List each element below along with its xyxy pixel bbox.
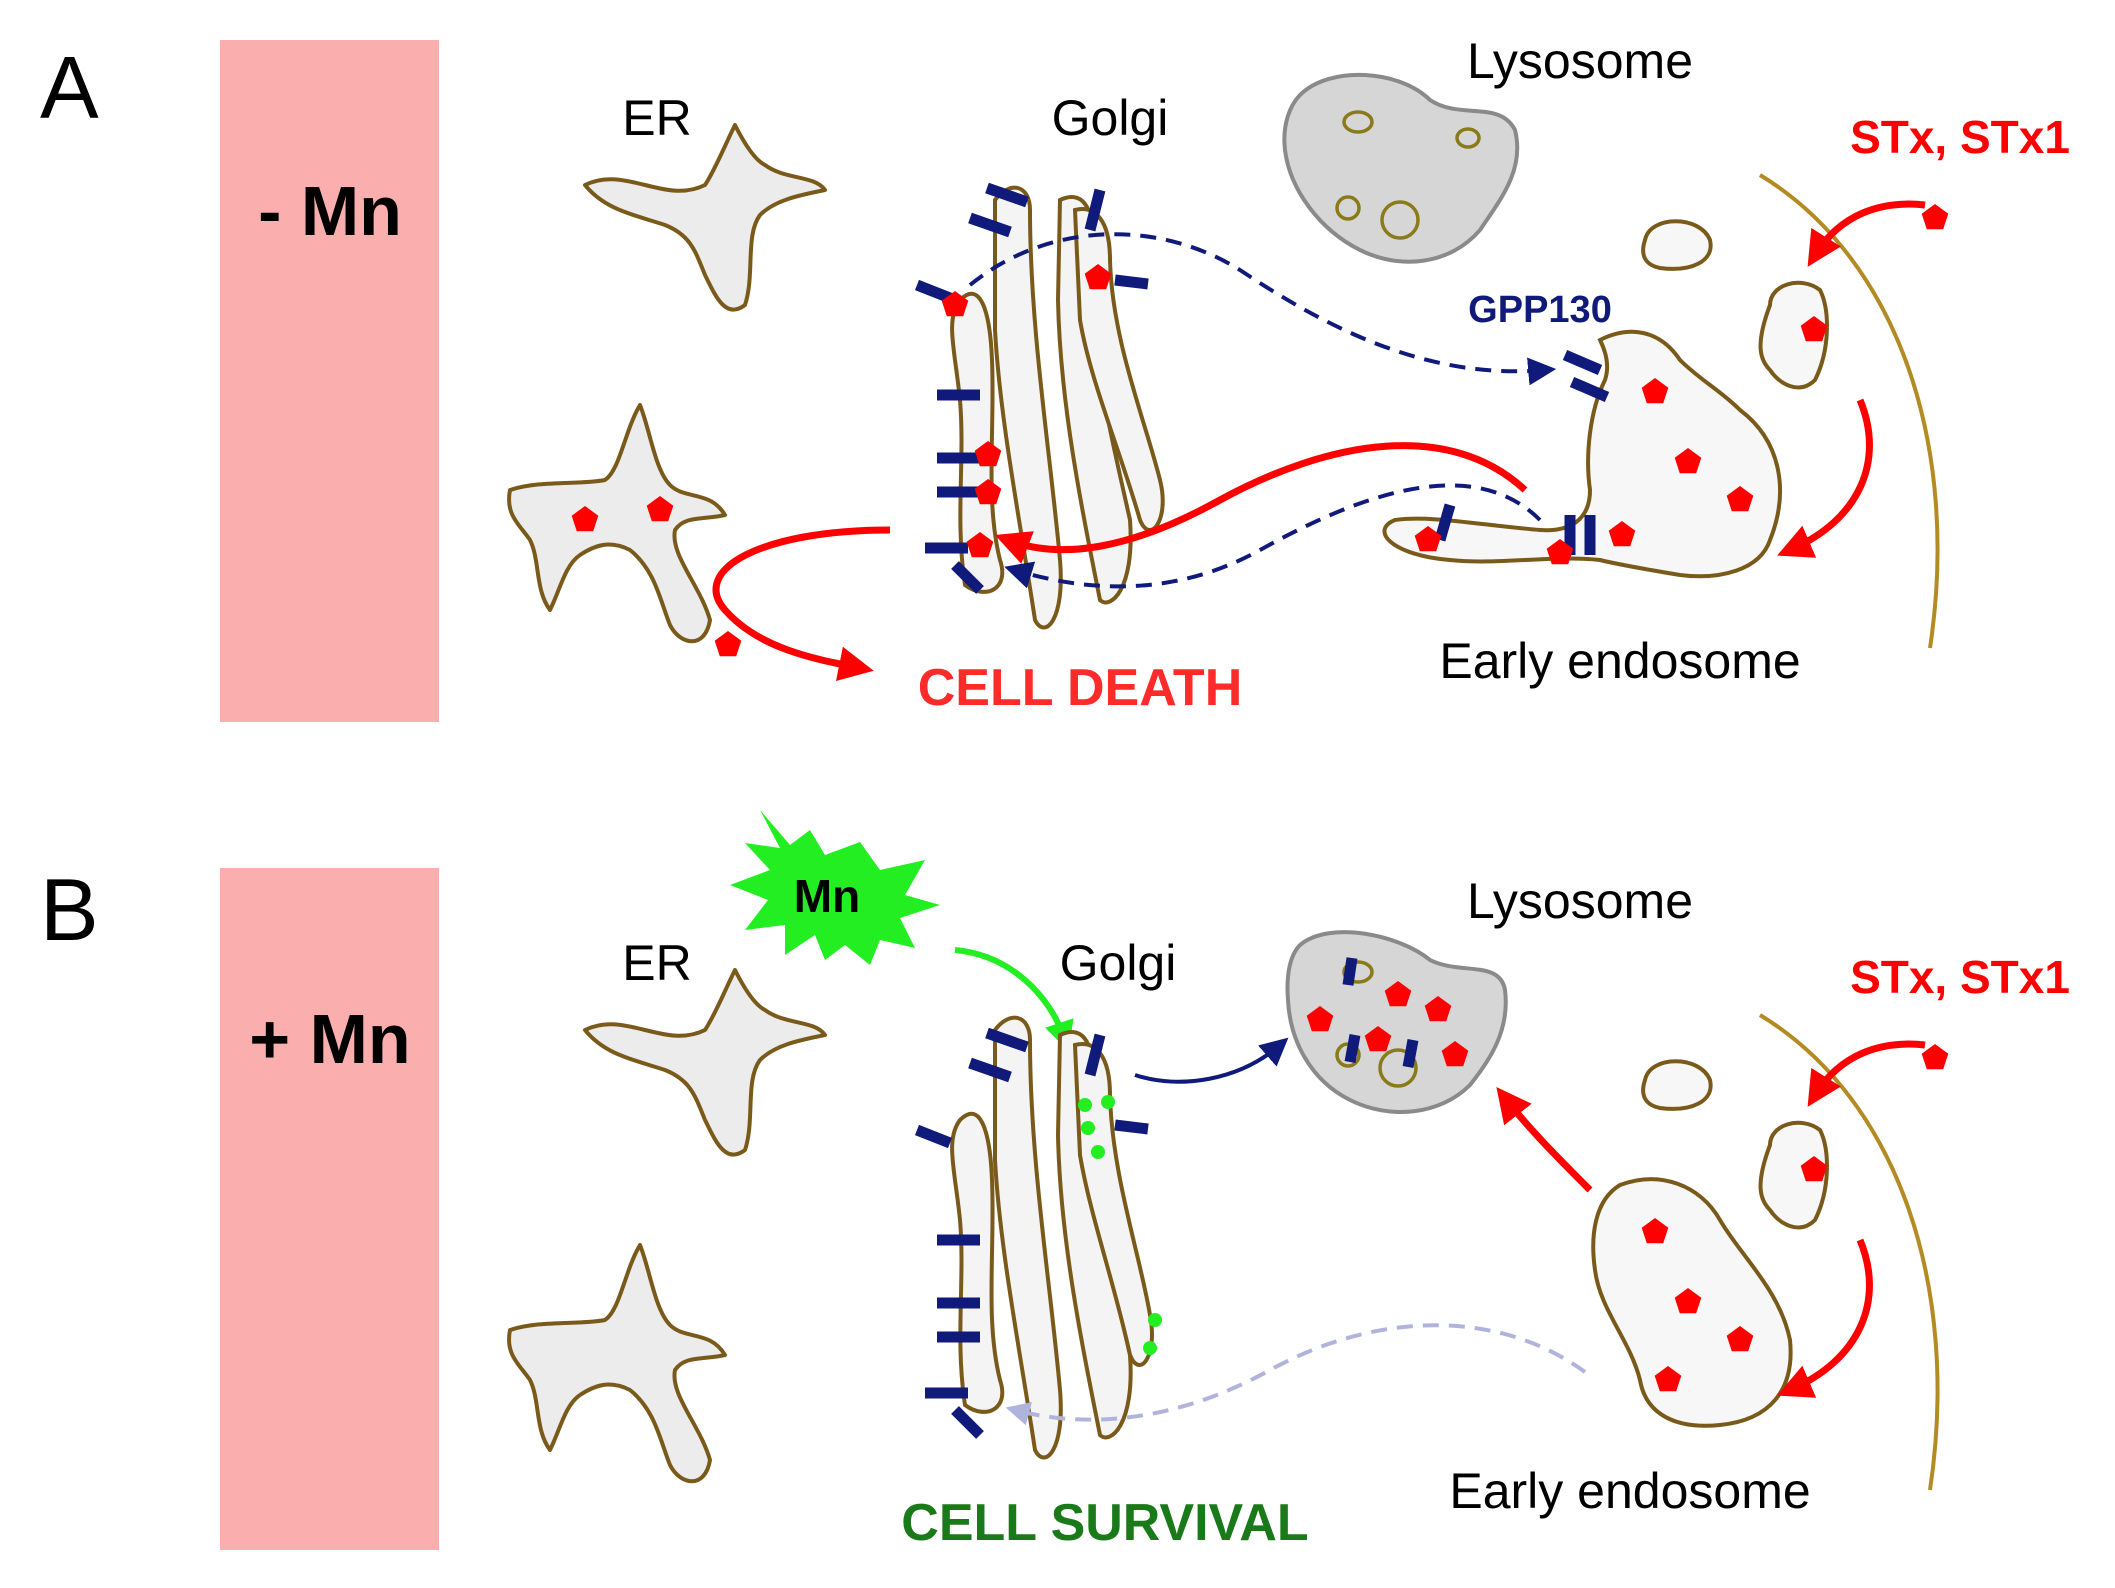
condition-bar-a — [220, 40, 439, 722]
mn-label: Mn — [794, 870, 860, 922]
er-upper-b — [583, 968, 827, 1157]
early-endosome-a — [1382, 219, 1829, 579]
gpp130-marker-b-13 — [1402, 1038, 1419, 1069]
endosome-to-lysosome-arrow-b — [1496, 1086, 1593, 1193]
toxin-free-b — [1921, 1044, 1949, 1070]
endocytosis-arrow-b — [1777, 1238, 1873, 1398]
lysosome-a — [1282, 72, 1520, 264]
gpp130-marker-a-10 — [951, 561, 984, 594]
outcome-label-b: CELL SURVIVAL — [901, 1494, 1308, 1552]
early-endosome-b — [1591, 1059, 1829, 1428]
retrograde-arrow-a — [994, 442, 1528, 564]
plasma-membrane-b — [1758, 1013, 1940, 1491]
gpp130-marker-b-2 — [985, 1027, 1029, 1053]
mn-dot-2 — [1101, 1095, 1115, 1109]
er-lower-a — [507, 403, 727, 644]
gpp130-marker-a-13 — [1434, 503, 1456, 542]
lysosome-b — [1285, 930, 1508, 1114]
toxin-label-b: STx, STx1 — [1850, 951, 2070, 1003]
golgi-stack-b — [950, 1015, 1154, 1460]
toxin-er-a-3 — [714, 631, 742, 657]
gpp130-marker-b-11 — [1342, 957, 1358, 986]
golgi-label-b: Golgi — [1060, 935, 1177, 991]
lysosome-label-a: Lysosome — [1467, 33, 1693, 89]
condition-label-a: - Mn — [258, 172, 402, 250]
gpp130-marker-b-3 — [1084, 1033, 1106, 1077]
mn-dot-6 — [1143, 1341, 1157, 1355]
er-label-a: ER — [622, 90, 691, 146]
mn-burst — [730, 810, 940, 965]
panel-b-letter: B — [40, 860, 99, 959]
mn-dot-1 — [1078, 1098, 1092, 1112]
condition-bar-b — [220, 868, 439, 1550]
gpp130-label: GPP130 — [1468, 289, 1612, 331]
panel-a-letter: A — [40, 38, 99, 137]
mn-dot-4 — [1091, 1145, 1105, 1159]
gpp130-to-endosome-arrow-a — [968, 232, 1557, 386]
er-upper-a — [583, 123, 827, 312]
mn-dot-3 — [1081, 1121, 1095, 1135]
condition-label-b: + Mn — [249, 1000, 410, 1078]
plasma-membrane-a — [1758, 173, 1940, 649]
outcome-label-a: CELL DEATH — [918, 659, 1243, 717]
gpp130-marker-a-2 — [985, 182, 1029, 208]
golgi-to-lysosome-arrow-b — [1134, 1037, 1289, 1084]
gpp130-marker-b-5 — [914, 1124, 953, 1149]
gpp130-marker-a-12 — [1569, 376, 1610, 403]
blocked-retrograde-arrow-b — [1005, 1323, 1587, 1426]
mn-dot-5 — [1148, 1313, 1162, 1327]
gpp130-marker-a-3 — [1084, 188, 1106, 232]
gpp130-marker-b-4 — [1114, 1119, 1149, 1135]
endosome-label-b: Early endosome — [1449, 1463, 1810, 1519]
er-label-b: ER — [622, 935, 691, 991]
toxin-label-a: STx, STx1 — [1850, 111, 2070, 163]
golgi-label-a: Golgi — [1052, 90, 1169, 146]
er-lower-b — [507, 1243, 727, 1484]
golgi-stack-a — [950, 185, 1165, 630]
uptake-arrow-b — [1807, 1040, 1926, 1107]
uptake-arrow-a — [1807, 200, 1926, 267]
mn-to-golgi-arrow — [954, 947, 1074, 1052]
gpp130-marker-b-10 — [951, 1406, 984, 1439]
gpp130-cycle-arrow-a — [1004, 483, 1542, 589]
endocytosis-arrow-a — [1777, 398, 1873, 558]
gpp130-marker-b-12 — [1344, 1033, 1361, 1064]
death-arrow-a — [712, 526, 891, 682]
toxin-free-a — [1921, 204, 1949, 230]
gpp130-marker-a-4 — [1114, 274, 1149, 290]
panel-a: A - Mn ER Golgi — [40, 33, 2070, 722]
lysosome-label-b: Lysosome — [1467, 873, 1693, 929]
gpp130-marker-a-5 — [914, 279, 953, 304]
endosome-label-a: Early endosome — [1439, 633, 1800, 689]
gpp130-marker-a-1 — [968, 212, 1012, 238]
gpp130-marker-a-11 — [1562, 349, 1603, 376]
gpp130-marker-b-1 — [968, 1057, 1012, 1083]
panel-b: B + Mn Mn ER Golgi — [40, 810, 2070, 1552]
